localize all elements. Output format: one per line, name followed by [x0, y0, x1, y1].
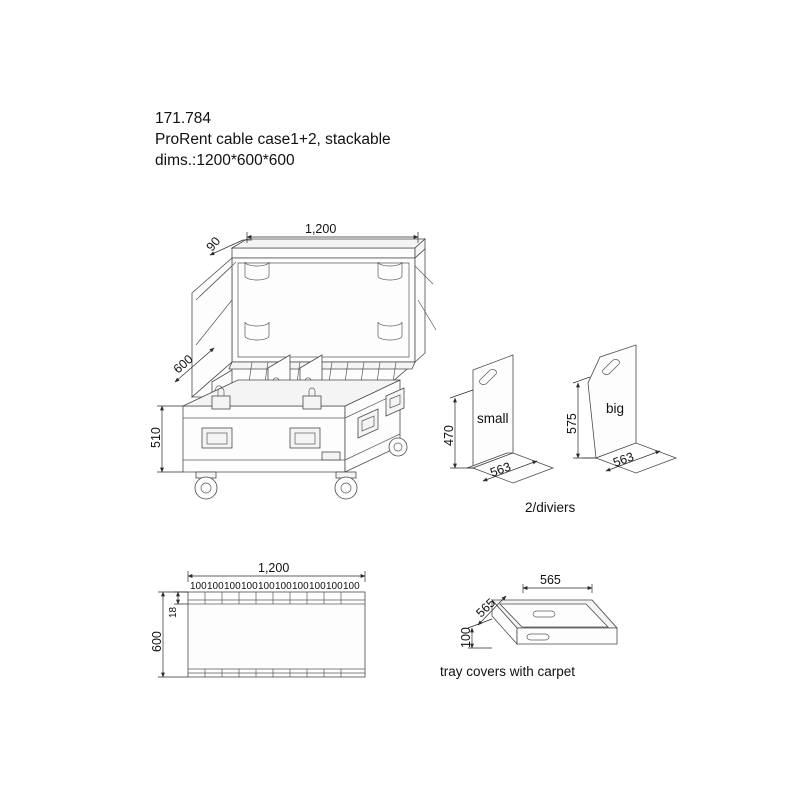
dim-lid-thickness: 90 [204, 234, 224, 254]
product-name: ProRent cable case1+2, stackable [155, 131, 391, 148]
plan-seg-3: 100 [241, 581, 258, 592]
plan-seg-4: 100 [258, 581, 275, 592]
dim-small-depth: 563 [488, 460, 512, 480]
plan-seg-2: 100 [224, 581, 241, 592]
plan-seg-9: 100 [343, 581, 360, 592]
plan-seg-6: 100 [292, 581, 309, 592]
plan-seg-7: 100 [309, 581, 326, 592]
divider-big-view: big 575 563 [565, 344, 678, 474]
dim-big-depth: 563 [611, 450, 635, 470]
tray-caption: tray covers with carpet [440, 664, 576, 679]
product-code: 171.784 [155, 110, 212, 127]
dim-tray-height: 100 [459, 627, 473, 648]
divider-small-view: small 470 563 [442, 354, 555, 484]
dim-big-height: 575 [565, 413, 579, 434]
dim-case-width: 1,200 [305, 222, 336, 236]
dim-plan-slot-depth: 18 [168, 606, 179, 618]
case-lid [191, 238, 437, 398]
case-handles [201, 427, 321, 449]
dim-plan-width: 1,200 [258, 561, 289, 575]
case-body [182, 379, 408, 500]
tray-view: 565 565 100 [459, 573, 618, 649]
title-block: 171.784 ProRent cable case1+2, stackable… [155, 108, 391, 171]
case-latches [211, 387, 322, 410]
dim-tray-width: 565 [540, 573, 561, 587]
plan-seg-1: 100 [207, 581, 224, 592]
plan-segment-labels: 100 100 100 100 100 100 100 100 100 100 [190, 581, 360, 592]
main-case-view: 1,200 90 600 510 [149, 222, 437, 500]
plan-seg-0: 100 [190, 581, 207, 592]
dim-small-height: 470 [442, 425, 456, 446]
plan-slot-ticks [204, 592, 342, 677]
dividers-caption: 2/diviers [525, 500, 576, 515]
case-castors [194, 437, 408, 500]
dim-case-height: 510 [149, 427, 163, 448]
divider-small-label: small [477, 411, 509, 426]
product-dims: dims.:1200*600*600 [155, 152, 295, 169]
dim-plan-height: 600 [150, 631, 164, 652]
plan-view: 1,200 100 100 100 100 100 100 100 100 10… [150, 561, 366, 678]
lid-stack-cups [244, 261, 403, 341]
plan-seg-5: 100 [275, 581, 292, 592]
divider-big-label: big [606, 401, 624, 416]
plan-seg-8: 100 [326, 581, 343, 592]
